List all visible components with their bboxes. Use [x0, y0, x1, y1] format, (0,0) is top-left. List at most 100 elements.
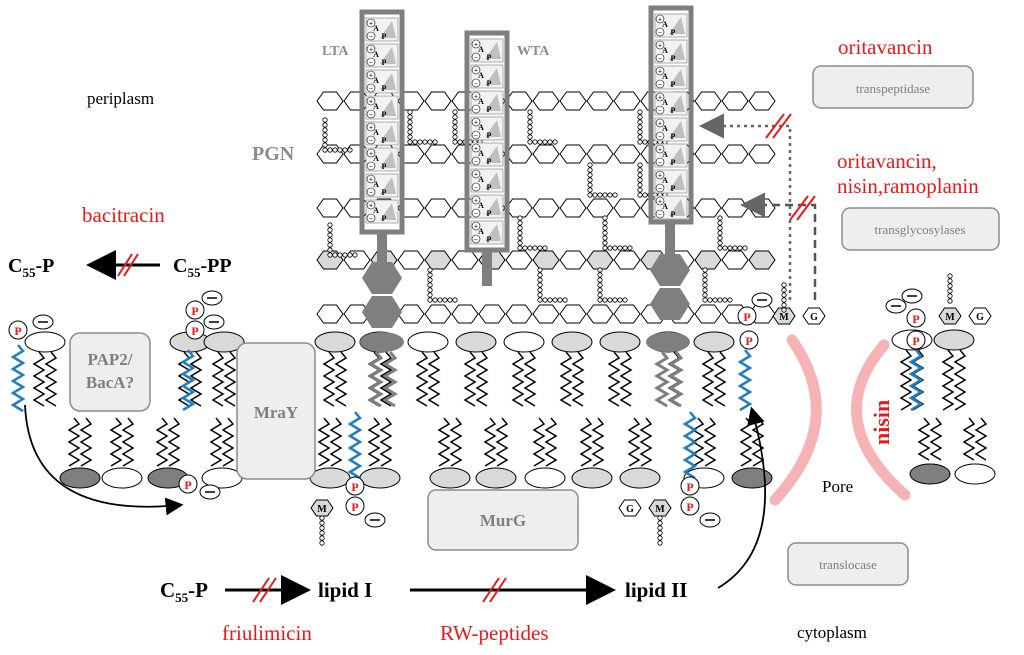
negative-charge-sign: −	[658, 185, 662, 193]
lipid-tail	[737, 349, 753, 412]
lipid-head-outer	[407, 331, 449, 353]
peptide-bead	[557, 297, 563, 303]
peptide-bead	[597, 267, 603, 273]
lipid-tail	[559, 351, 573, 407]
peptide-bead	[527, 129, 533, 135]
peptide-bead	[322, 122, 328, 128]
lipid-tail	[437, 417, 451, 467]
teichoic-p-label: P	[382, 58, 387, 67]
phosphate-label: P	[745, 334, 752, 348]
sugar-label: M	[655, 504, 665, 515]
lipid-tail	[189, 351, 203, 407]
peptide-bead	[452, 297, 458, 303]
peptide-bead	[327, 227, 333, 233]
peptide-bead	[452, 109, 458, 115]
c55pp-top: C55-PP	[173, 255, 232, 280]
pgn-sugar-hexagon	[451, 250, 479, 270]
peptide-bead	[327, 232, 333, 238]
lipid-tail	[322, 351, 336, 407]
peptide-bead	[442, 297, 448, 303]
positive-charge-sign: +	[474, 171, 478, 179]
pgn-sugar-hexagon	[532, 144, 560, 164]
peptide-bead	[717, 245, 723, 251]
lipid-tail	[703, 417, 717, 467]
rw-block-1	[482, 577, 500, 603]
peptide-bead	[322, 117, 328, 123]
glycerol-triangle	[380, 73, 396, 90]
peptide-bead	[547, 297, 553, 303]
peptide-bead	[427, 272, 433, 278]
peptide-bead	[642, 139, 648, 145]
peptide-bead	[637, 162, 643, 168]
peptidoglycan-layers	[316, 91, 776, 324]
peptide-bead	[447, 297, 453, 303]
peptide-bead	[342, 147, 348, 153]
peptide-bead	[717, 297, 723, 303]
teichoic-a-label: A	[478, 201, 484, 210]
peptide-bead	[702, 272, 708, 278]
teichoic-p-label: P	[487, 105, 492, 114]
lipid-tail	[223, 351, 237, 407]
peptide-bead	[602, 192, 608, 198]
peptide-bead	[337, 252, 343, 258]
lipid-tail	[929, 417, 943, 461]
lipid-head-outer	[599, 331, 641, 353]
phosphate-icon	[680, 476, 700, 496]
phosphate-label: P	[351, 480, 358, 494]
lipid-head-outer	[551, 331, 593, 353]
negative-charge-sign: −	[369, 189, 373, 197]
glycerol-triangle	[485, 120, 501, 137]
peptide-bead	[517, 215, 523, 221]
lta-anchor-hexagon	[650, 254, 690, 286]
lipid-head-inner	[619, 467, 661, 489]
peptide-bead	[422, 139, 428, 145]
peptide-bead	[407, 124, 413, 130]
glycerol-triangle	[380, 203, 396, 220]
teichoic-a-label: A	[662, 46, 668, 55]
phosphate-icon	[739, 330, 759, 350]
teichoic-a-label: A	[373, 180, 379, 189]
lipid-tail	[368, 351, 384, 408]
positive-charge-sign: +	[658, 120, 662, 128]
peptide-bead	[327, 242, 333, 248]
glycerol-triangle	[669, 95, 685, 112]
friulimicin-label: friulimicin	[222, 621, 312, 645]
negative-charge-sign: −	[369, 137, 373, 145]
peptide-bead	[562, 297, 568, 303]
teichoic-p-label: P	[671, 158, 676, 167]
peptide-bead	[319, 535, 325, 541]
lipid-head-inner	[359, 467, 401, 489]
negative-charge-icon	[366, 31, 376, 41]
peptide-bead	[637, 109, 643, 115]
pgn-sugar-hexagon	[559, 91, 587, 111]
teichoic-p-label: P	[487, 157, 492, 166]
peptide-bead	[587, 172, 593, 178]
positive-charge-sign: +	[369, 150, 373, 158]
negative-charge-icon	[471, 104, 481, 114]
phosphate-icon	[8, 320, 28, 340]
sugar-label: M	[317, 504, 327, 515]
positive-charge-icon	[655, 14, 665, 24]
pgn-sugar-hexagon	[559, 198, 587, 218]
positive-charge-icon	[655, 196, 665, 206]
teichoic-a-label: A	[373, 154, 379, 163]
lipid-head-inner	[429, 467, 471, 489]
teichoic-a-label: A	[478, 227, 484, 236]
negative-charge-icon	[655, 157, 665, 167]
glycerol-triangle	[485, 198, 501, 215]
negative-charge-icon	[471, 208, 481, 218]
peptide-bead	[637, 124, 643, 130]
lipid-tail	[627, 417, 641, 467]
glycerol-triangle	[380, 151, 396, 168]
peptide-bead	[332, 147, 338, 153]
peptide-bead	[617, 245, 623, 251]
baca-label: BacA?	[86, 373, 134, 392]
lipid-tail	[44, 351, 58, 407]
lipid-tail	[415, 351, 429, 407]
lipid-tail	[619, 351, 633, 407]
lta-anchor-hexagon	[650, 288, 690, 320]
phosphate-icon	[178, 474, 198, 494]
peptide-bead	[457, 139, 463, 145]
peptide-bead	[407, 114, 413, 120]
lipid-tail	[475, 351, 489, 407]
